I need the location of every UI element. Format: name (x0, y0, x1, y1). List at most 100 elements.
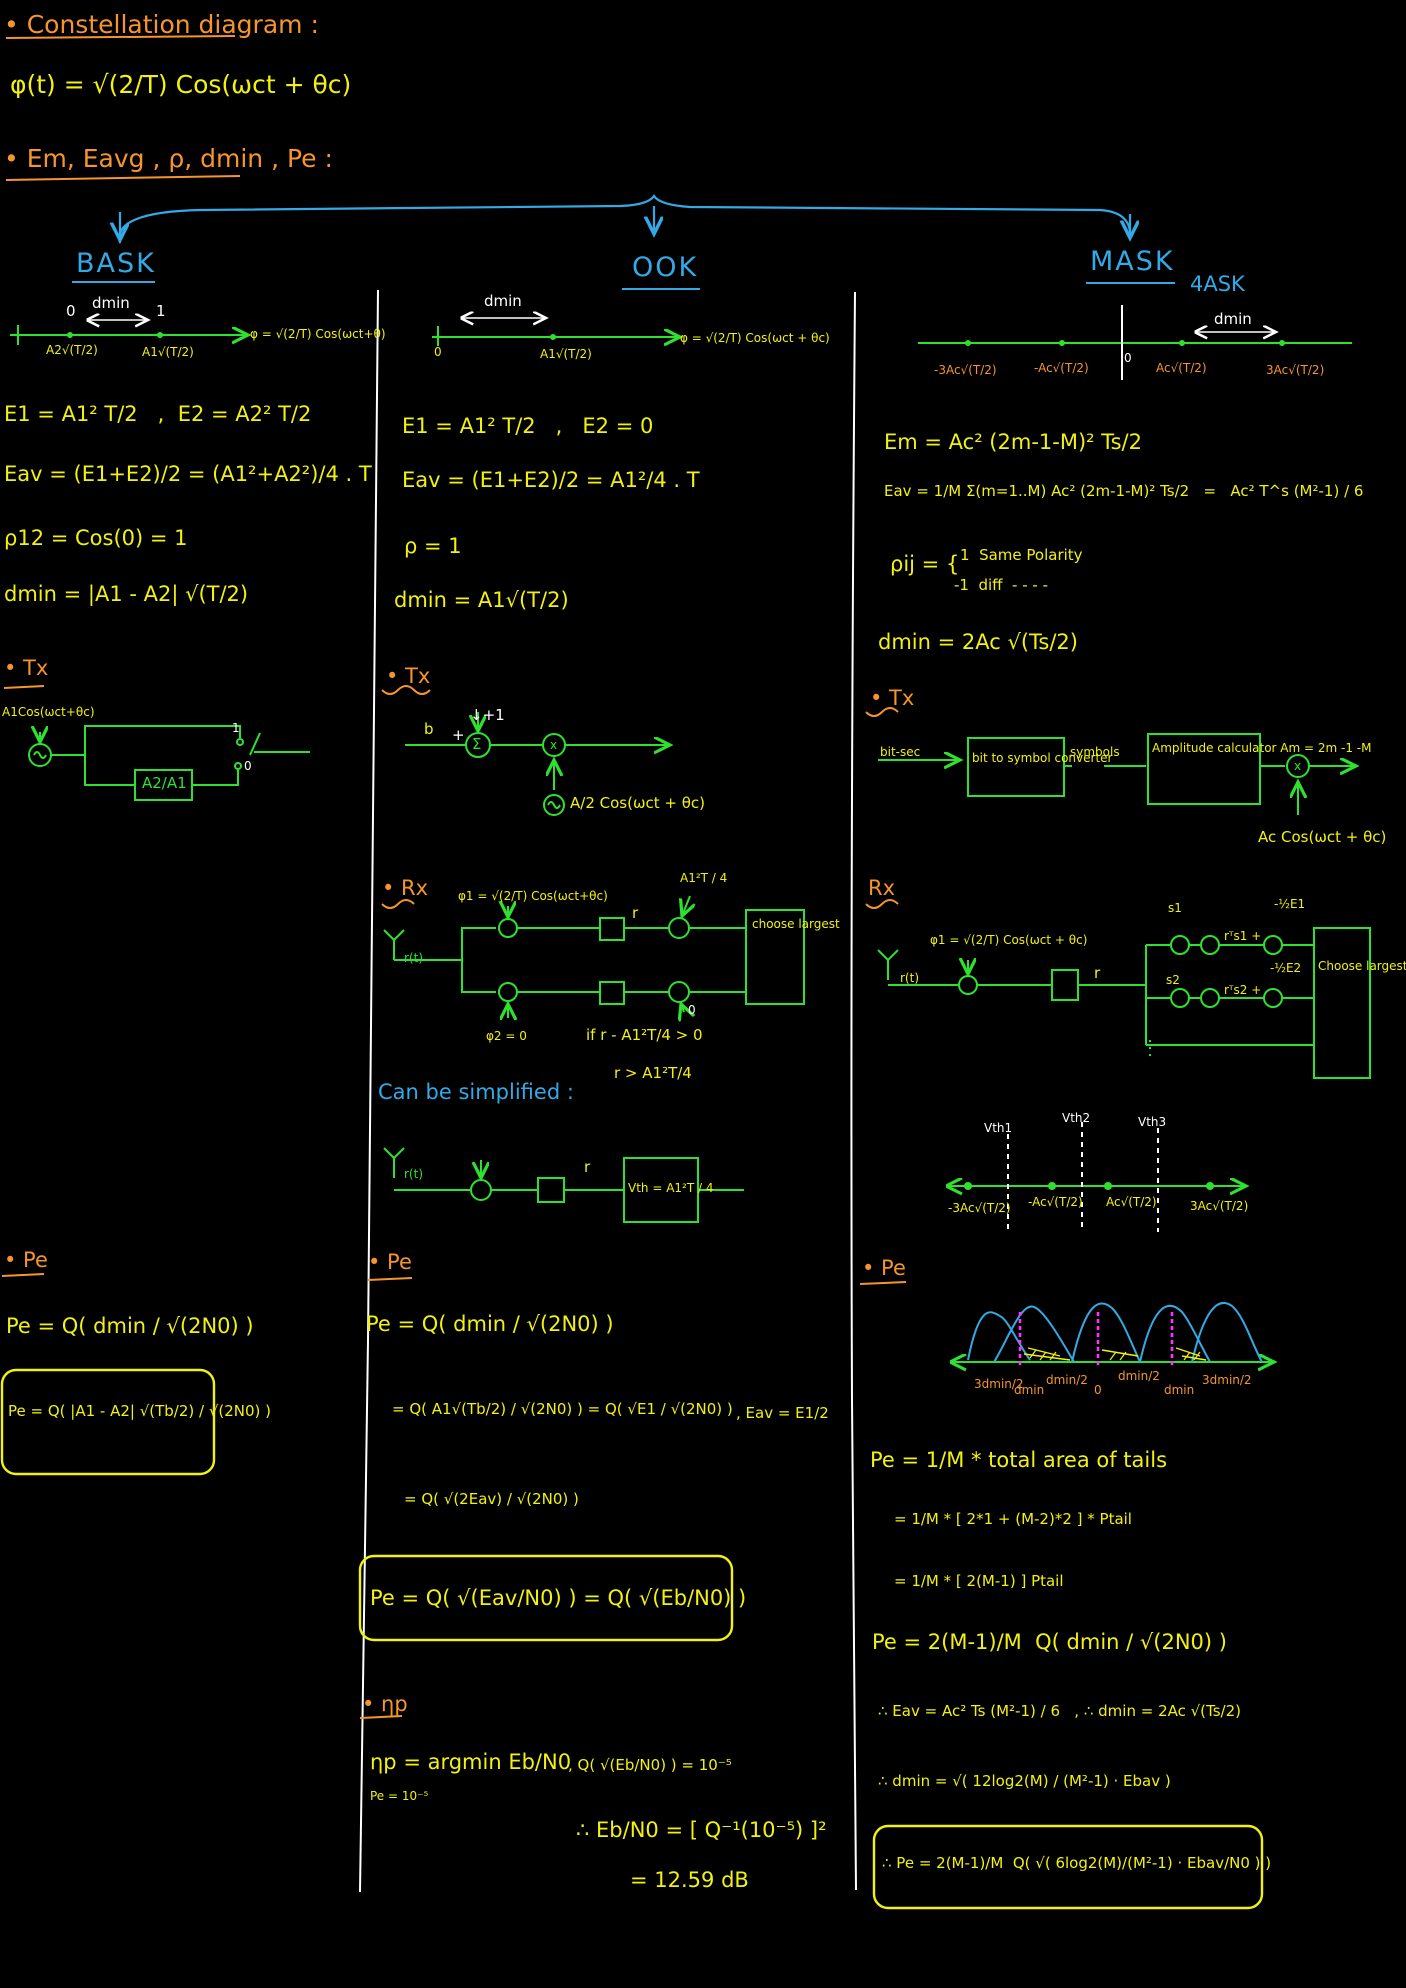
page-subtitle: • Em, Eavg , ρ, dmin , Pe : (4, 144, 333, 173)
mask-pe-line1: Pe = 1/M * total area of tails (870, 1448, 1168, 1472)
title-underline (5, 35, 236, 39)
ook-eta-line2: ∴ Eb/N0 = [ Q⁻¹(10⁻⁵) ]² (576, 1818, 827, 1842)
ook-rx-cond2: r > A1²T/4 (614, 1064, 692, 1082)
mask-rx-s1: s1 (1168, 901, 1182, 915)
mask-rx-rs1: rᵀs1 + (1224, 929, 1262, 943)
bask-dmin-label: dmin (92, 294, 130, 312)
ook-pe-line2b: , Eav = E1/2 (736, 1404, 829, 1422)
page-title: • Constellation diagram : (4, 10, 319, 39)
mask-rx-rs2: rᵀs2 + (1224, 983, 1262, 997)
ook-zero-label: 0 (434, 345, 442, 359)
ook-eta-condition: Pe = 10⁻⁵ (370, 1789, 429, 1803)
ook-tx-diagram (405, 712, 670, 816)
ook-rx-zero: 0 (688, 1003, 696, 1017)
bask-rho: ρ12 = Cos(0) = 1 (4, 526, 188, 550)
mask-zero-label: 0 (1124, 351, 1132, 365)
bask-pe-box (0, 1368, 216, 1476)
bask-pe-label: • Pe (4, 1248, 48, 1272)
divider-right (850, 291, 857, 1891)
mask-rx-choose: Choose largest (1318, 959, 1406, 973)
mask-pe-line5: ∴ Eav = Ac² Ts (M²-1) / 6 , ∴ dmin = 2Ac… (878, 1702, 1241, 1720)
mask-pe-final: ∴ Pe = 2(M-1)/M Q( √( 6log2(M)/(M²-1) · … (882, 1854, 1272, 1872)
ook-eav: Eav = (E1+E2)/2 = A1²/4 . T (402, 468, 700, 492)
mask-threshold-axis (948, 1122, 1246, 1232)
ook-eta-line3: = 12.59 dB (630, 1868, 749, 1892)
mask-pe-axis-label: dmin (1164, 1383, 1195, 1397)
mask-rx-rt: r(t) (900, 971, 920, 985)
bask-one-label: 1 (156, 302, 166, 320)
bask-energy: E1 = A1² T/2 , E2 = A2² T/2 (4, 402, 312, 426)
ook-pe-line1: Pe = Q( dmin / √(2N0) ) (366, 1312, 614, 1336)
mask-rx-s2: s2 (1166, 973, 1180, 987)
mask-vth3: Vth3 (1138, 1115, 1167, 1129)
bask-tx-block: A2/A1 (142, 774, 187, 792)
ook-simplified-diagram (383, 1147, 744, 1223)
bask-right-point: A1√(T/2) (142, 345, 194, 359)
ook-eta-label: • ηp (362, 1692, 408, 1716)
bask-dmin: dmin = |A1 - A2| √(T/2) (4, 582, 249, 606)
ook-rx-phi1: φ1 = √(2/T) Cos(ωct+θc) (458, 889, 608, 903)
tree-connector (118, 194, 1132, 244)
bask-pe-1: Pe = Q( dmin / √(2N0) ) (6, 1314, 254, 1338)
ook-tx-label: • Tx (386, 664, 431, 688)
mask-pe-line4: Pe = 2(M-1)/M Q( dmin / √(2N0) ) (872, 1630, 1227, 1654)
ook-eta-line1: ηp = argmin Eb/N0 (370, 1750, 572, 1774)
mask-tx-label: • Tx (870, 686, 915, 710)
mask-vth-tick-1: -3Ac√(T/2) (948, 1201, 1011, 1215)
mask-tx-amplitude: Amplitude calculator Am = 2m -1 -M (1152, 741, 1372, 755)
ook-pe-box (358, 1554, 734, 1642)
divider-left (359, 289, 379, 1893)
ook-simplified-vth: Vth = A1²T / 4 (628, 1181, 714, 1195)
ook-tx-plus: + (452, 726, 465, 744)
ook-rx-cond1: if r - A1²T/4 > 0 (586, 1026, 703, 1044)
mask-vth-tick-4: 3Ac√(T/2) (1190, 1199, 1249, 1213)
ook-dmin: dmin = A1√(T/2) (394, 588, 569, 612)
mask-pe-line2: = 1/M * [ 2*1 + (M-2)*2 ] * Ptail (894, 1510, 1132, 1528)
ook-pe-label: • Pe (368, 1250, 412, 1274)
mask-pe-box (872, 1824, 1264, 1910)
ook-tx-mult: x (550, 738, 558, 752)
ook-tx-plus-one: ↓+1 (470, 706, 505, 724)
ook-tx-sum: Σ (472, 735, 482, 753)
ook-pe-line2: = Q( A1√(Tb/2) / √(2N0) ) = Q( √E1 / √(2… (392, 1400, 733, 1418)
ook-rx-choose: choose largest (752, 917, 840, 931)
mask-pe-axis-label: dmin/2 (1046, 1373, 1088, 1387)
mask-pe-axis-label: 3dmin/2 (974, 1377, 1024, 1391)
ook-pe-line3: = Q( √(2Eav) / √(2N0) ) (404, 1490, 579, 1508)
mask-tx-mult: x (1294, 759, 1302, 773)
ook-dmin-label: dmin (484, 292, 522, 310)
ook-rx-diagram (383, 895, 805, 1018)
bask-left-point: A2√(T/2) (46, 343, 98, 357)
mask-pe-line6: ∴ dmin = √( 12log2(M) / (M²-1) · Ebav ) (878, 1772, 1171, 1790)
mask-vth1: Vth1 (984, 1121, 1013, 1135)
bask-tx-label: • Tx (4, 656, 49, 680)
ook-energy: E1 = A1² T/2 , E2 = 0 (402, 414, 654, 438)
ook-rho: ρ = 1 (404, 534, 462, 558)
mask-point-1: -3Ac√(T/2) (934, 363, 997, 377)
mask-tx-diagram (878, 733, 1356, 815)
mask-tx-symbols: symbols (1070, 745, 1120, 759)
bask-tx-diagram (28, 725, 310, 801)
ook-rx-rt: r(t) (404, 951, 424, 965)
ook-title: OOK (632, 252, 699, 283)
bask-phi-label: φ = √(2/T) Cos(ωct+θ) (250, 327, 386, 341)
ook-tx-carrier: A/2 Cos(ωct + θc) (570, 794, 706, 812)
mask-pe-gaussians (952, 1302, 1274, 1366)
ook-simplified-rt: r(t) (404, 1167, 424, 1181)
phi-definition: φ(t) = √(2/T) Cos(ωct + θc) (10, 70, 352, 99)
mask-rx-e1: -½E1 (1274, 897, 1306, 911)
mask-rx-rvec: r (1094, 964, 1101, 982)
ook-point-label: A1√(T/2) (540, 347, 592, 361)
mask-rho: ρij = { (890, 552, 960, 576)
mask-dmin: dmin = 2Ac √(Ts/2) (878, 630, 1078, 654)
bask-title: BASK (76, 248, 156, 279)
mask-em: Em = Ac² (2m-1-M)² Ts/2 (884, 430, 1142, 454)
mask-vth-tick-3: Ac√(T/2) (1106, 1195, 1157, 1209)
mask-point-3: Ac√(T/2) (1156, 361, 1207, 375)
mask-vth-tick-2: -Ac√(T/2) (1028, 1195, 1083, 1209)
mask-rx-label: Rx (868, 876, 896, 900)
mask-tx-converter: bit to symbol converter (972, 751, 1113, 765)
mask-point-4: 3Ac√(T/2) (1266, 363, 1325, 377)
ook-rx-bias: A1²T / 4 (680, 871, 728, 885)
